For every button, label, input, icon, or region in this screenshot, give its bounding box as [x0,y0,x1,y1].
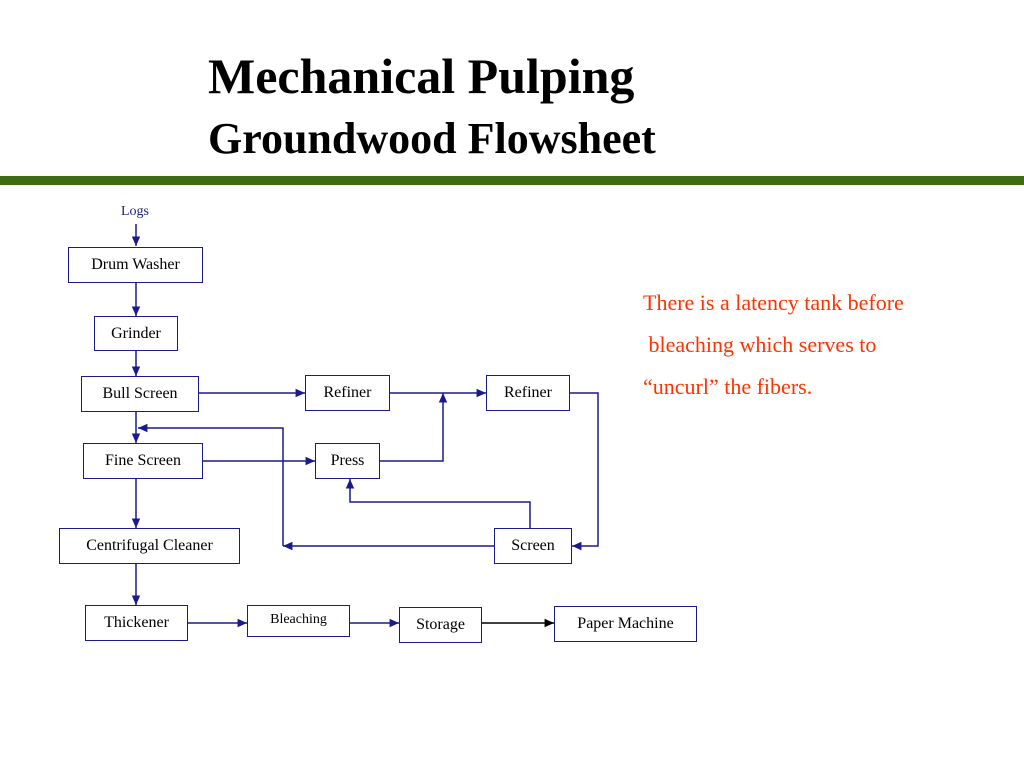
slide-title: Mechanical Pulping [208,48,635,104]
centrifugal-cleaner-box: Centrifugal Cleaner [59,528,240,564]
paper-machine-box: Paper Machine [554,606,697,642]
fine-screen-box: Fine Screen [83,443,203,479]
refiner-box-1: Refiner [305,375,390,411]
screen-box: Screen [494,528,572,564]
accent-bar [0,176,1024,185]
drum-washer-box: Drum Washer [68,247,203,283]
grinder-box: Grinder [94,316,178,351]
note-line-1: There is a latency tank before [643,290,904,315]
latency-note: There is a latency tank before bleaching… [643,282,1003,408]
arrow-screen-to-press [345,479,531,528]
slide-subtitle: Groundwood Flowsheet [208,114,656,163]
note-line-3: “uncurl” the fibers. [643,374,813,399]
note-line-2: bleaching which serves to [643,332,877,357]
press-box: Press [315,443,380,479]
arrow-refiner-to-screen [570,392,599,551]
refiner-box-2: Refiner [486,375,570,411]
bleaching-box: Bleaching [247,605,350,637]
arrow-return-to-fine-screen [138,423,284,546]
bull-screen-box: Bull Screen [81,376,199,412]
logs-label: Logs [121,204,149,219]
arrow-press-to-refiner [380,393,448,462]
storage-box: Storage [399,607,482,643]
thickener-box: Thickener [85,605,188,641]
